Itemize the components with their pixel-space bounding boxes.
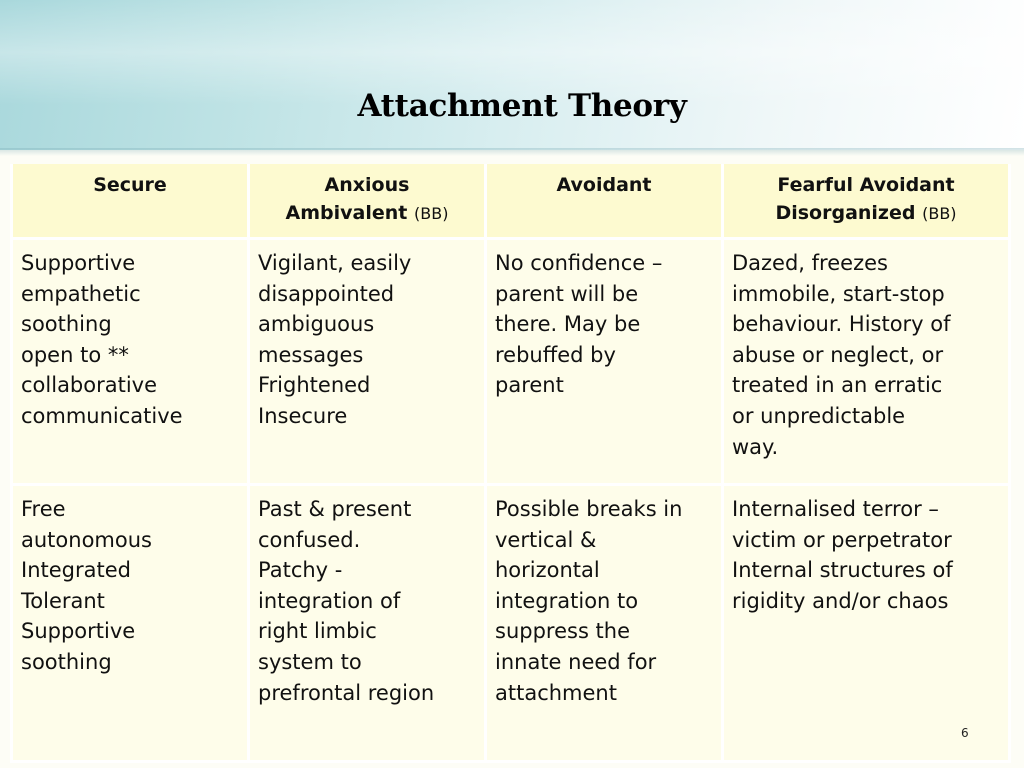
cell-text-line: autonomous — [21, 527, 152, 552]
cell-text-line: way. — [732, 434, 779, 459]
table-cell-avoidant: Possible breaks in vertical & horizontal in… — [484, 484, 724, 763]
cell-text-line: Insecure — [258, 403, 348, 428]
table-header-row: Secure Anxious Ambivalent (BB) Avoidant … — [10, 164, 1011, 240]
cell-text-line: Frightened — [258, 373, 371, 398]
cell-text-line: Vigilant, easily — [258, 251, 412, 275]
cell-text-line: disappointed — [258, 281, 395, 306]
cell-text-line: behaviour. History of — [732, 312, 951, 337]
cell-text-line: integration of — [258, 588, 401, 613]
cell-text-line: innate need for — [495, 649, 657, 674]
cell-text-line: integration to — [495, 588, 639, 613]
cell-text-line: Supportive — [21, 619, 136, 644]
slide-title: Attachment Theory — [357, 88, 687, 124]
header-label: Anxious — [324, 174, 410, 196]
cell-text-line: abuse or neglect, or — [732, 342, 944, 367]
cell-text-line: or unpredictable — [732, 403, 906, 428]
cell-text-line: horizontal — [495, 558, 600, 583]
header-avoidant: Avoidant — [484, 164, 724, 240]
header-note: (BB) — [922, 204, 957, 223]
cell-text-line: immobile, start-stop — [732, 281, 945, 306]
header-secure: Secure — [10, 164, 250, 240]
header-anxious-ambivalent: Anxious Ambivalent (BB) — [247, 164, 487, 240]
cell-text-line: parent — [495, 373, 564, 398]
cell-text-line: Tolerant — [21, 588, 105, 613]
cell-text-line: communicative — [21, 403, 183, 428]
cell-text-line: there. May be — [495, 312, 641, 337]
page-number: 6 — [961, 726, 969, 740]
table-cell-anxious-ambivalent: Past & present confused. Patchy - integrati… — [247, 484, 487, 763]
cell-text-line: victim or perpetrator — [732, 527, 952, 552]
cell-text-line: right limbic — [258, 619, 377, 644]
table-cell-fearful-avoidant: Internalised terror – victim or perpetrat… — [721, 484, 1011, 763]
cell-text-line: Internalised terror – — [732, 497, 939, 521]
header-label: Secure — [93, 174, 167, 196]
cell-text-line: No confidence – — [495, 251, 663, 275]
cell-text-line: Possible breaks in — [495, 497, 683, 521]
cell-text-line: Integrated — [21, 558, 131, 583]
cell-text-line: prefrontal region — [258, 680, 435, 705]
header-label: Fearful Avoidant — [777, 174, 955, 196]
cell-text-line: treated in an erratic — [732, 373, 943, 398]
header-note: (BB) — [414, 204, 449, 223]
cell-text-line: Past & present — [258, 497, 412, 521]
cell-text-line: parent will be — [495, 281, 639, 306]
table-cell-avoidant: No confidence – parent will be there. May … — [484, 238, 724, 486]
cell-text-line: rebuffed by — [495, 342, 616, 367]
cell-text-line: soothing — [21, 649, 112, 674]
cell-text-line: confused. — [258, 527, 361, 552]
cell-text-line: ambiguous — [258, 312, 375, 337]
cell-text-line: vertical & — [495, 527, 597, 552]
cell-text-line: open to ** — [21, 342, 129, 367]
cell-text-line: Internal structures of — [732, 558, 953, 583]
cell-text-line: system to — [258, 649, 362, 674]
cell-text-line: Free — [21, 497, 66, 521]
table-cell-anxious-ambivalent: Vigilant, easily disappointed ambiguous mes… — [247, 238, 487, 486]
cell-text-line: Dazed, freezes — [732, 251, 888, 275]
banner-shadow — [0, 148, 1024, 156]
attachment-table: Secure Anxious Ambivalent (BB) Avoidant … — [10, 164, 1011, 763]
cell-text-line: attachment — [495, 680, 617, 705]
cell-text-line: collaborative — [21, 373, 158, 398]
header-label-line2: Ambivalent — [285, 202, 408, 224]
cell-text-line: suppress the — [495, 619, 631, 644]
cell-text-line: Patchy - — [258, 558, 343, 583]
header-fearful-avoidant-disorganized: Fearful Avoidant Disorganized (BB) — [721, 164, 1011, 240]
title-banner — [0, 0, 1024, 150]
header-label: Avoidant — [556, 174, 652, 196]
table-cell-fearful-avoidant: Dazed, freezes immobile, start-stop behavi… — [721, 238, 1011, 486]
banner-highlight — [0, 0, 1024, 150]
table-cell-secure: Supportive empathetic soothing open to ** co… — [10, 238, 250, 486]
cell-text-line: soothing — [21, 312, 112, 337]
table-row: Supportive empathetic soothing open to ** co… — [10, 238, 1011, 486]
cell-text-line: messages — [258, 342, 364, 367]
cell-text-line: empathetic — [21, 281, 141, 306]
cell-text-line: Supportive — [21, 251, 136, 275]
cell-text-line: rigidity and/or chaos — [732, 588, 949, 613]
header-label-line2: Disorganized — [775, 202, 916, 224]
